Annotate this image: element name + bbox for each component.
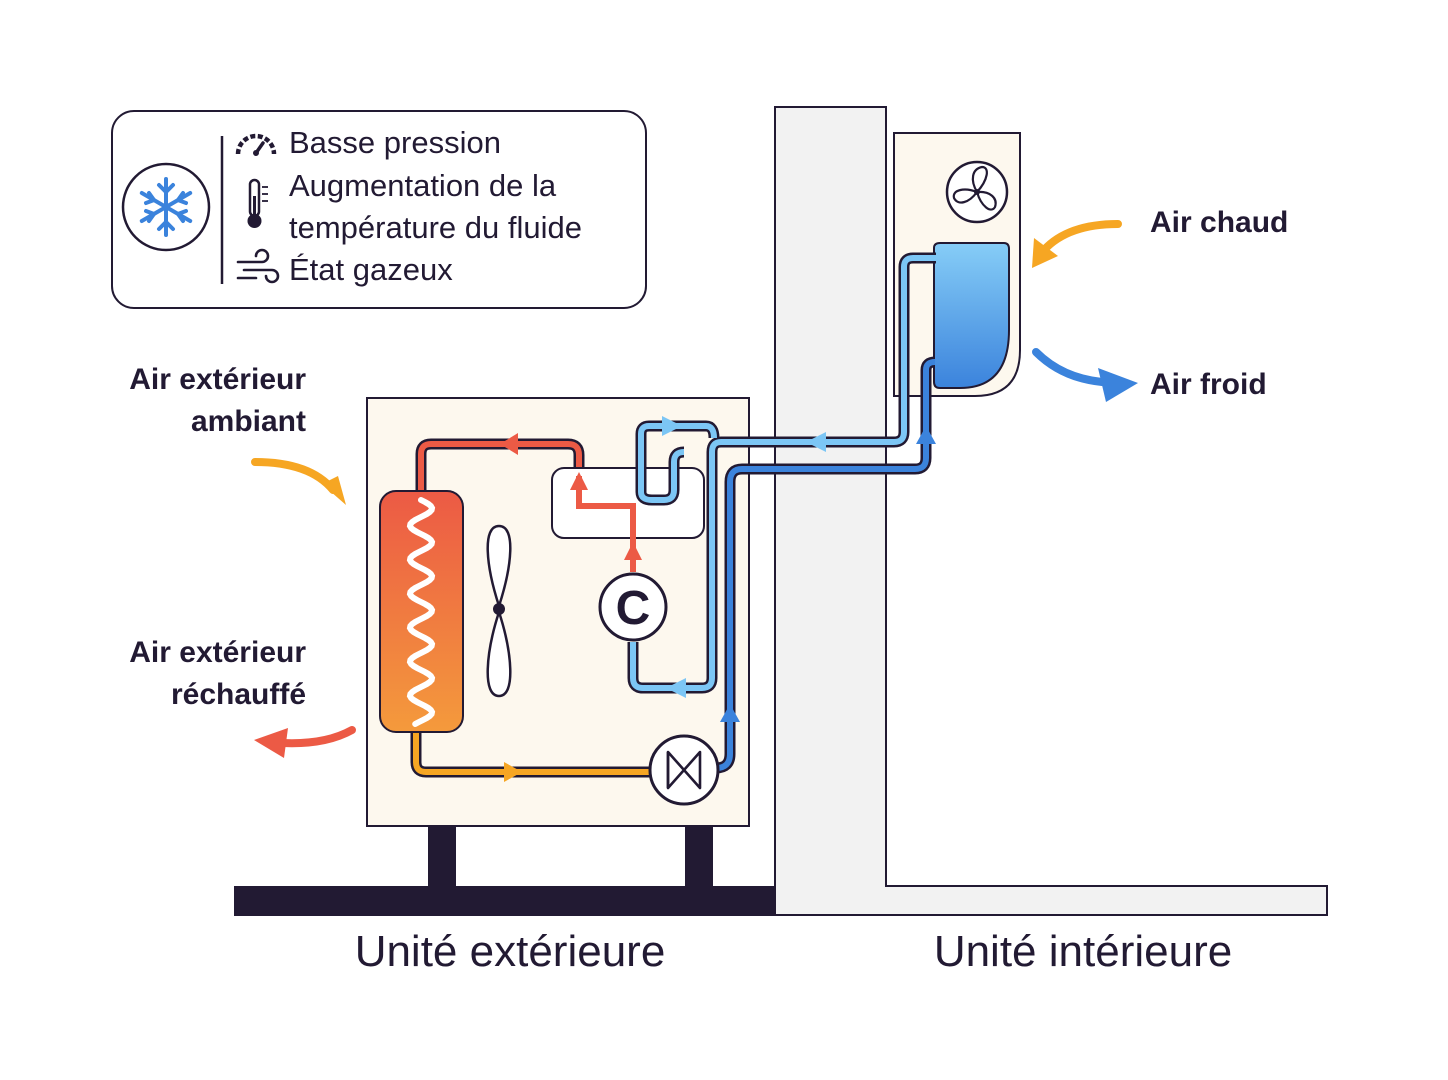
pipe-liquid bbox=[413, 732, 653, 775]
pipe-liquid-return bbox=[715, 359, 936, 771]
compressor-label: C bbox=[616, 582, 651, 635]
arrow-suction bbox=[806, 432, 826, 452]
ambient-air-arrowhead bbox=[322, 476, 346, 505]
pipe-suction bbox=[630, 255, 936, 691]
legend-temp-rise-line2: température du fluide bbox=[289, 210, 582, 245]
outdoor-unit-label: Unité extérieure bbox=[355, 927, 666, 976]
ambient-air-label-line2: ambiant bbox=[191, 405, 306, 438]
fan-icon bbox=[945, 160, 1009, 224]
arrow-return-indoor bbox=[916, 426, 936, 444]
cold-air-arrowhead bbox=[1098, 368, 1138, 402]
heated-air-arrowhead bbox=[254, 728, 288, 758]
warm-air-arrowhead bbox=[1032, 238, 1058, 268]
outdoor-unit-leg-right bbox=[685, 826, 713, 888]
expansion-valve bbox=[648, 734, 720, 806]
indoor-heat-exchanger bbox=[933, 242, 1010, 389]
arrow-liquid bbox=[504, 762, 522, 782]
indoor-unit bbox=[893, 132, 1021, 397]
ambient-air-label-line1: Air extérieur bbox=[129, 363, 306, 396]
arrow-discharge bbox=[624, 542, 642, 560]
ground-slab bbox=[234, 886, 779, 916]
compressor: C bbox=[598, 572, 668, 642]
ambient-air-arrow bbox=[251, 458, 337, 494]
warm-air-arrow bbox=[1040, 220, 1122, 254]
cold-air-label: Air froid bbox=[1150, 368, 1267, 401]
pipe-hot-gas bbox=[418, 441, 582, 496]
arrow-suction-return bbox=[666, 678, 686, 698]
pipe-valve-loop bbox=[638, 423, 717, 492]
wind-icon bbox=[236, 248, 280, 284]
arrow-hot-gas bbox=[500, 433, 518, 455]
warm-air-label: Air chaud bbox=[1150, 206, 1288, 239]
wall bbox=[774, 106, 1328, 916]
arrow-return-up bbox=[720, 704, 740, 722]
legend-low-pressure: Basse pression bbox=[289, 125, 501, 160]
outdoor-fan-icon bbox=[486, 524, 512, 698]
indoor-unit-label: Unité intérieure bbox=[934, 927, 1232, 976]
arrow-valve-in bbox=[570, 472, 588, 490]
arrow-loop bbox=[662, 416, 682, 436]
pipe-discharge bbox=[576, 476, 636, 572]
gauge-icon bbox=[235, 133, 277, 156]
thermometer-icon bbox=[247, 178, 268, 228]
outdoor-coil bbox=[379, 490, 464, 733]
legend-box: Basse pression Augmentation de la tempér… bbox=[111, 110, 647, 309]
outdoor-unit-leg-left bbox=[428, 826, 456, 888]
pipe-valve-loop2 bbox=[638, 449, 685, 503]
coil-wave bbox=[406, 497, 436, 727]
heated-air-arrow bbox=[278, 726, 356, 748]
legend-gas-state: État gazeux bbox=[289, 252, 453, 287]
snowflake-icon bbox=[121, 162, 211, 252]
legend-temp-rise-line1: Augmentation de la bbox=[289, 168, 557, 203]
heated-air-label-line2: réchauffé bbox=[171, 678, 306, 711]
cold-air-arrow bbox=[1032, 348, 1106, 386]
heated-air-label-line1: Air extérieur bbox=[129, 636, 306, 669]
